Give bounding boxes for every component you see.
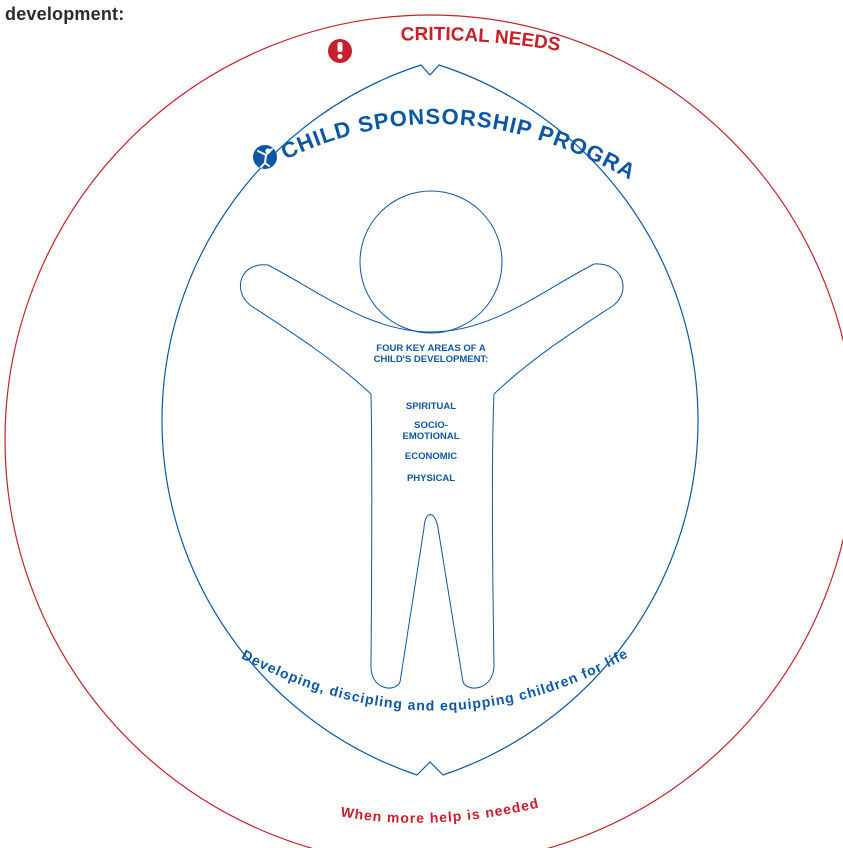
area-socio-emotional-line2: EMOTIONAL [403,431,460,442]
child-head-outline [359,190,503,334]
page-heading: development: [5,4,125,24]
area-socio-emotional-line1: SOCIO- [414,420,448,431]
child-figure-icon [253,145,277,169]
more-help-text: When more help is needed [340,795,541,826]
critical-needs-label: CRITICAL NEEDS [328,24,562,63]
key-areas-title-line2: CHILD'S DEVELOPMENT: [374,354,489,365]
program-tagline: Developing, discipling and equipping chi… [239,645,630,714]
area-economic: ECONOMIC [405,451,457,462]
outer-ring-circle [4,14,843,848]
inner-circle-outline [161,64,699,776]
area-physical: PHYSICAL [407,473,455,484]
program-title-text: CHILD SPONSORSHIP PROGRAM [0,0,640,185]
program-title-group: CHILD SPONSORSHIP PROGRAM [0,0,640,185]
key-areas-title-line1: FOUR KEY AREAS OF A [376,343,486,354]
child-body-outline [239,263,624,689]
exclamation-icon [328,39,352,63]
area-spiritual: SPIRITUAL [406,401,456,412]
child-figure [239,190,624,689]
key-areas-list: FOUR KEY AREAS OF A CHILD'S DEVELOPMENT:… [374,343,489,484]
